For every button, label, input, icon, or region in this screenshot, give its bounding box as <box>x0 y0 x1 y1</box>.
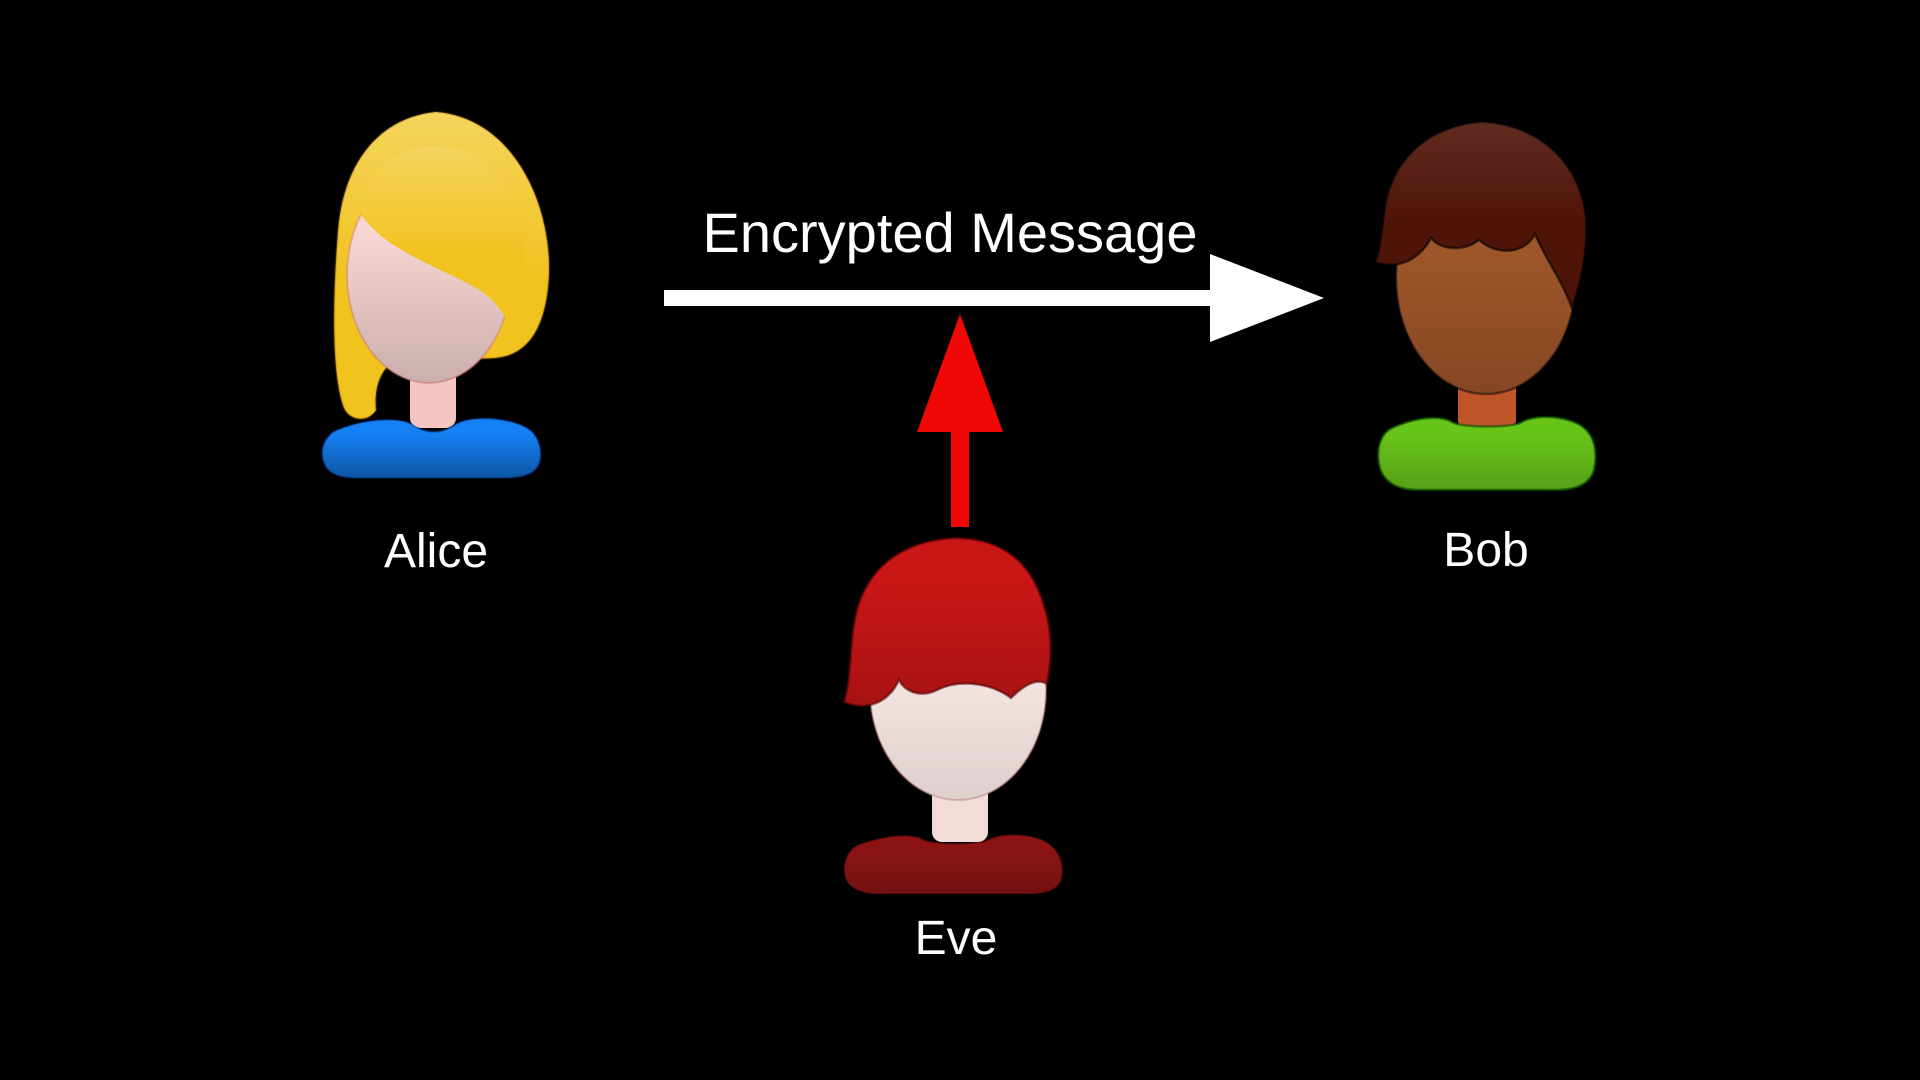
alice-name-label: Alice <box>383 525 489 578</box>
alice-avatar-icon <box>321 110 551 479</box>
eavesdrop-arrow <box>917 314 1003 527</box>
eve-name-label: Eve <box>914 912 998 965</box>
eavesdrop-arrow-shape <box>917 314 1003 527</box>
alice-shirt-shading <box>322 418 541 478</box>
bob-name-label: Bob <box>1443 524 1529 577</box>
encrypted-message-arrow-shape <box>664 254 1324 342</box>
bob-avatar-icon <box>1374 120 1597 492</box>
bob-hair-highlight <box>1375 122 1587 308</box>
eve-hair-shading <box>844 538 1051 706</box>
bob-shirt-shading <box>1378 417 1596 490</box>
eve-shirt-shading <box>845 835 1062 893</box>
encrypted-message-label: Encrypted Message <box>702 201 1198 264</box>
eve-avatar-icon <box>842 536 1063 894</box>
alice-fringe-highlight <box>358 145 526 346</box>
encrypted-message-arrow <box>664 254 1324 342</box>
